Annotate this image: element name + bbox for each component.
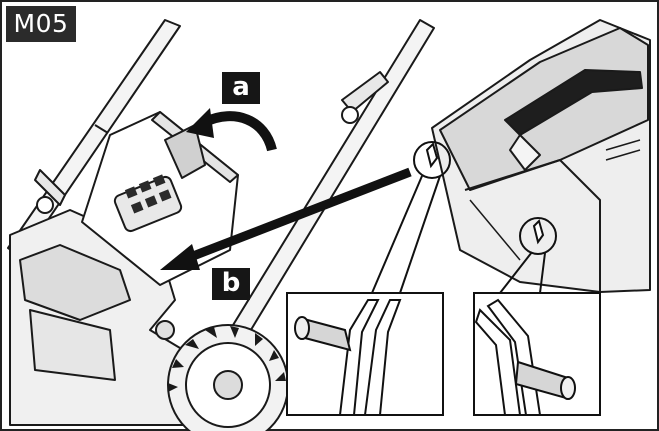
leader-line-3	[499, 251, 533, 294]
handle-knob-right	[341, 106, 359, 124]
control-buttons	[124, 174, 172, 214]
hook-markers	[425, 142, 545, 245]
hook-icon-left	[425, 142, 439, 169]
collector-vents	[605, 139, 641, 161]
callout-circles	[371, 141, 557, 294]
inset-right-tube	[474, 308, 522, 416]
motor-cover	[19, 244, 131, 321]
rear-wheel-axle	[213, 370, 243, 400]
leader-line-1	[371, 175, 423, 294]
arrow-a-rotate	[186, 108, 277, 152]
grass-collector-illustration	[431, 19, 651, 293]
collector-handle-base	[509, 134, 541, 171]
lawn-mower-illustration	[7, 19, 435, 431]
inset-left-tube	[338, 299, 380, 416]
inset-left-tube-2	[363, 299, 402, 416]
deck-panel	[29, 309, 116, 381]
figure-tag: M05	[6, 6, 76, 42]
arrow-b-mount	[160, 167, 412, 270]
detail-inset-right	[473, 292, 601, 416]
handle-clip	[94, 124, 109, 134]
leader-line-4	[539, 252, 546, 294]
arrow-b-head	[160, 244, 200, 270]
straight-arrow-b	[186, 167, 412, 263]
collector-edge	[464, 159, 601, 292]
arrow-a-head	[186, 108, 214, 138]
lid-grip	[164, 124, 206, 179]
handle-knob-left	[36, 196, 54, 214]
handle-lever-left	[34, 169, 66, 206]
curved-arrow-a	[202, 111, 277, 152]
detail-inset-left	[286, 292, 444, 416]
inset-left-pin-end	[294, 316, 310, 340]
collector-rib	[469, 199, 521, 261]
hook-icon-right	[532, 219, 545, 245]
step-label-a: a	[222, 72, 260, 104]
inset-right-pin-end	[560, 376, 576, 400]
step-label-b: b	[212, 268, 250, 300]
axle-bolt	[155, 320, 175, 340]
wheel-tread	[168, 326, 286, 392]
callout-circle-left	[413, 141, 451, 179]
leader-line-2	[399, 175, 441, 294]
callout-circle-right	[519, 217, 557, 255]
